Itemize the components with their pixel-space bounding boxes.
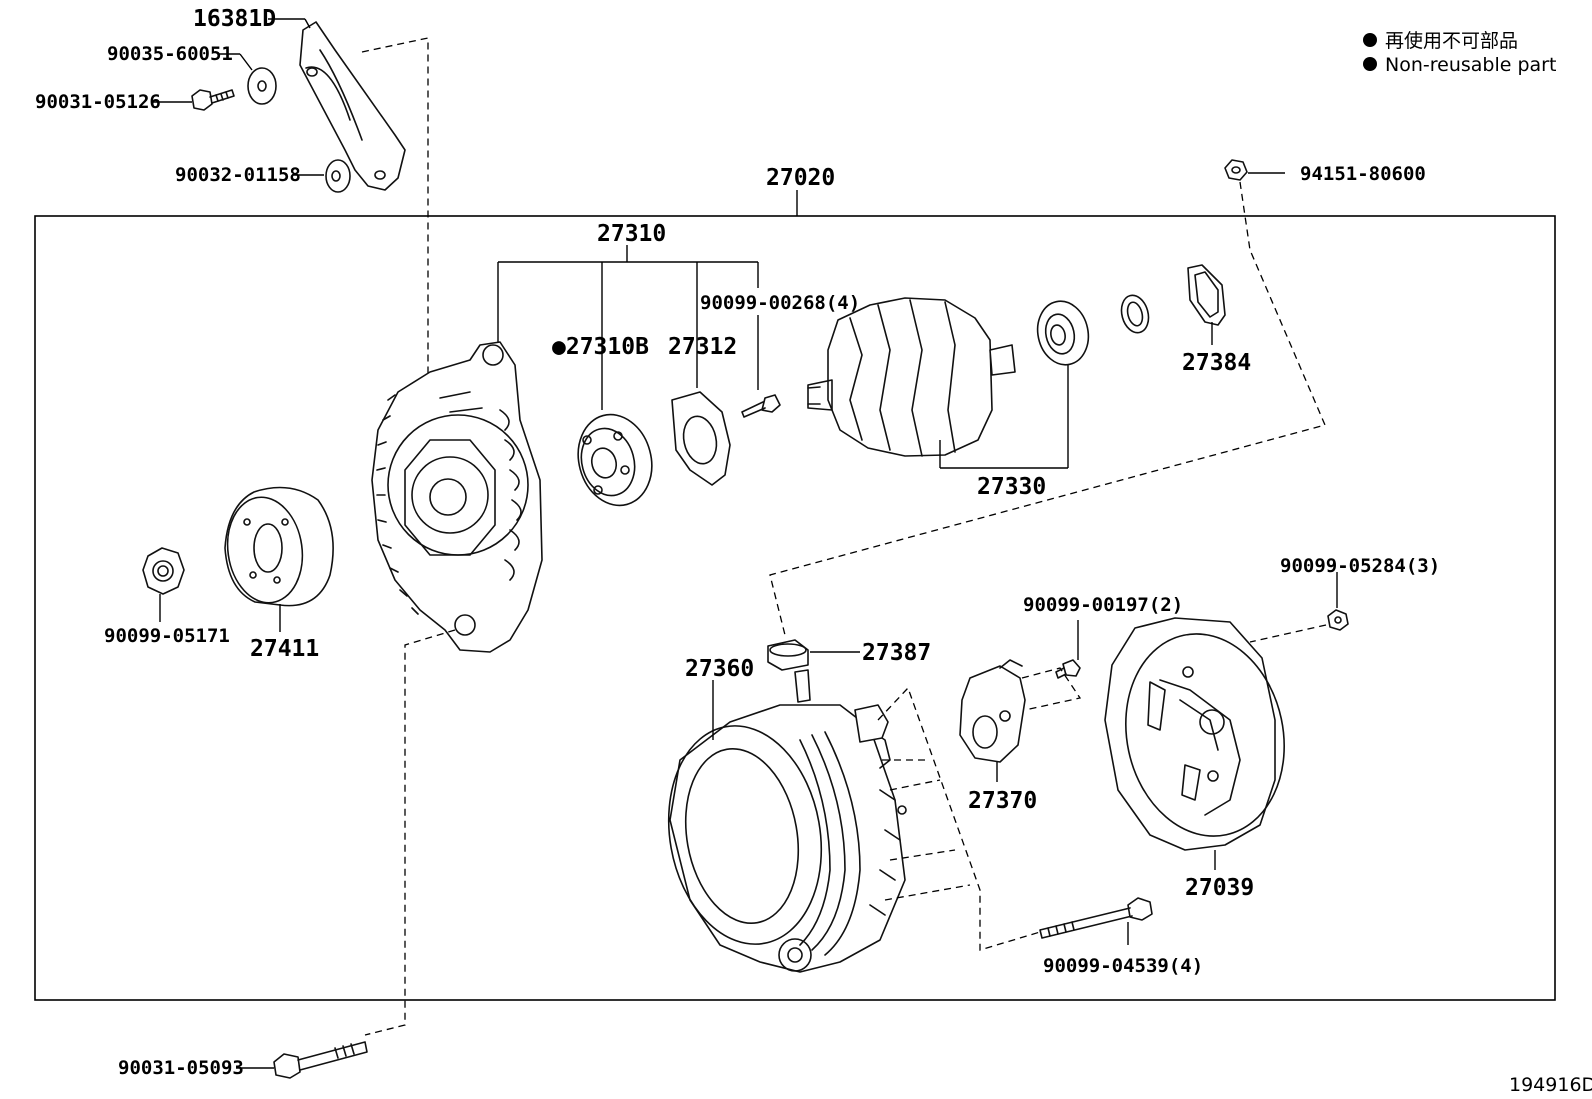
label-90099-00268[interactable]: 90099-00268(4) [700, 292, 860, 314]
retainer-plate-27312-part[interactable] [671, 391, 731, 486]
label-90099-05171[interactable]: 90099-05171 [104, 625, 230, 647]
non-reusable-marker-icon [1363, 57, 1377, 71]
rotor-bearing-part[interactable] [1032, 297, 1094, 370]
nut-90099-05284-part[interactable] [1327, 609, 1349, 631]
bolt-90031-05126-part[interactable] [191, 89, 235, 111]
label-90031-05126[interactable]: 90031-05126 [35, 91, 161, 113]
rear-cover-27039-part[interactable] [1104, 617, 1303, 851]
diagram-id: 194916D [1509, 1074, 1592, 1096]
label-27384[interactable]: 27384 [1182, 350, 1251, 376]
legend: 再使用不可部品 Non-reusable part [1363, 30, 1556, 76]
label-90099-00197[interactable]: 90099-00197(2) [1023, 594, 1183, 616]
spacer-ring-part[interactable] [1118, 292, 1153, 335]
label-94151-80600[interactable]: 94151-80600 [1300, 163, 1426, 185]
screw-90099-00268-part[interactable] [741, 394, 781, 418]
washer-90035-60051-part[interactable] [247, 67, 277, 105]
washer-90032-01158-part[interactable] [325, 159, 351, 193]
label-90099-05284[interactable]: 90099-05284(3) [1280, 555, 1440, 577]
drive-end-frame-27310-part[interactable] [371, 341, 543, 653]
label-90035-60051[interactable]: 90035-60051 [107, 43, 233, 65]
nut-94151-80600-part[interactable] [1224, 159, 1248, 181]
bolt-90031-05093-part[interactable] [273, 1041, 368, 1079]
label-27360[interactable]: 27360 [685, 656, 754, 682]
bolt-90099-04539-part[interactable] [1039, 897, 1153, 939]
non-reusable-marker-icon [1363, 33, 1377, 47]
bracket-group: 16381D 90035-60051 90031-05126 90032-011… [35, 6, 429, 380]
label-27312[interactable]: 27312 [668, 334, 737, 360]
bearing-cover-27384-part[interactable] [1187, 264, 1226, 326]
label-27310B[interactable]: ●27310B [552, 334, 649, 360]
label-27370[interactable]: 27370 [968, 788, 1037, 814]
rectifier-end-frame-27360-part[interactable] [652, 669, 907, 973]
legend-en: Non-reusable part [1385, 54, 1556, 76]
label-27387[interactable]: 27387 [862, 640, 931, 666]
label-16381D[interactable]: 16381D [193, 6, 276, 32]
pulley-27411-part[interactable] [221, 486, 334, 608]
assembly-frame [34, 215, 1556, 1001]
label-27039[interactable]: 27039 [1185, 875, 1254, 901]
screw-90099-00197-part[interactable] [1055, 659, 1081, 679]
label-27020[interactable]: 27020 [766, 165, 835, 191]
group-27310-leaders [497, 245, 759, 410]
label-90032-01158[interactable]: 90032-01158 [175, 164, 301, 186]
label-27310[interactable]: 27310 [597, 221, 666, 247]
insulator-27387-part[interactable] [767, 639, 809, 671]
nut-90099-05171-part[interactable] [142, 547, 185, 595]
label-27330[interactable]: 27330 [977, 474, 1046, 500]
rotor-27330-part[interactable] [807, 297, 1069, 469]
brush-holder-27370-part[interactable] [959, 659, 1026, 763]
legend-jp: 再使用不可部品 [1385, 30, 1518, 52]
label-90099-04539[interactable]: 90099-04539(4) [1043, 955, 1203, 977]
bearing-27310B-part[interactable] [568, 406, 661, 514]
bracket-16381D-part[interactable] [299, 21, 406, 191]
label-90031-05093[interactable]: 90031-05093 [118, 1057, 244, 1079]
label-27411[interactable]: 27411 [250, 636, 319, 662]
